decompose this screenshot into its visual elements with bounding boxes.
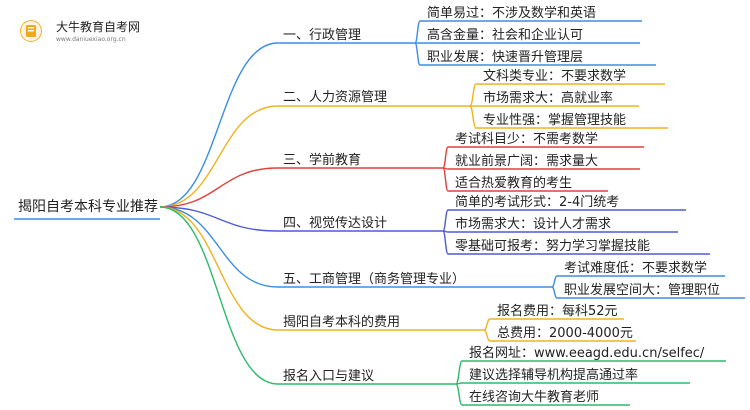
leaf-label: 建议选择辅导机构提高通过率 [469,368,639,383]
branch-label: 报名入口与建议 [283,369,375,384]
leaf-connector [455,360,726,385]
branch-label: 二、人力资源管理 [283,90,388,105]
leaf-connector [483,329,636,342]
leaf-connector [469,83,665,107]
branch-connector [159,206,552,288]
branch-label: 一、行政管理 [283,28,362,43]
leaf-label: 就业前景广阔：需求量大 [455,154,599,169]
leaf-label: 适合热爱教育的考生 [455,176,573,191]
leaf-connector [469,105,668,129]
branch-label: 三、学前教育 [283,153,362,168]
leaf-label: 考试科目少：不需考数学 [455,132,599,147]
leaf-label: 职业发展空间大：管理职位 [564,283,721,298]
leaf-connector [442,167,608,192]
branch-label: 五、工商管理（商务管理专业） [283,272,466,287]
leaf-label: 文科类专业：不要求数学 [483,69,627,84]
leaf-label: 专业性强：掌握管理技能 [483,113,627,128]
leaf-label: 市场需求大：高就业率 [483,91,614,106]
branch-label: 四、视觉传达设计 [283,216,388,231]
leaf-label: 总费用：2000-4000元 [497,326,633,341]
book-icon [20,20,42,42]
leaf-label: 简单的考试形式：2-4门统考 [455,195,620,210]
branch-connector [159,167,443,208]
leaf-label: 市场需求大：设计人才需求 [455,217,612,232]
leaf-label: 考试难度低：不要求数学 [564,261,708,276]
branch-connector [159,206,456,385]
leaf-connector [455,383,630,406]
logo-title: 大牛教育自考网 [56,20,141,34]
branch-connector [159,42,415,208]
leaf-label: 零基础可报考：努力学习掌握技能 [455,239,651,254]
branch-label: 揭阳自考本科的费用 [283,315,401,330]
leaf-connector [414,42,656,66]
logo: 大牛教育自考网 www.daniuexiao.org.cn [20,18,140,48]
leaf-connector [442,146,644,169]
branch-connector [159,206,484,331]
leaf-label: 职业发展：快速晋升管理层 [427,50,584,65]
leaf-label: 高含金量：社会和企业认可 [427,28,584,43]
branch-connector [159,105,470,208]
leaf-connector [414,20,642,44]
leaf-connector [442,230,710,255]
leaf-label: 报名费用：每科52元 [497,304,618,319]
leaf-label: 简单易过：不涉及数学和英语 [427,6,597,21]
leaf-connector [551,286,745,299]
leaf-label: 在线咨询大牛教育老师 [469,390,600,405]
mindmap-root: 揭阳自考本科专业推荐 [18,199,158,215]
branch-connector [159,206,443,232]
logo-url: www.daniuexiao.org.cn [56,36,126,43]
leaf-label: 报名网址：www.eeagd.edu.cn/selfec/ [469,346,705,361]
leaf-connector [442,209,686,232]
